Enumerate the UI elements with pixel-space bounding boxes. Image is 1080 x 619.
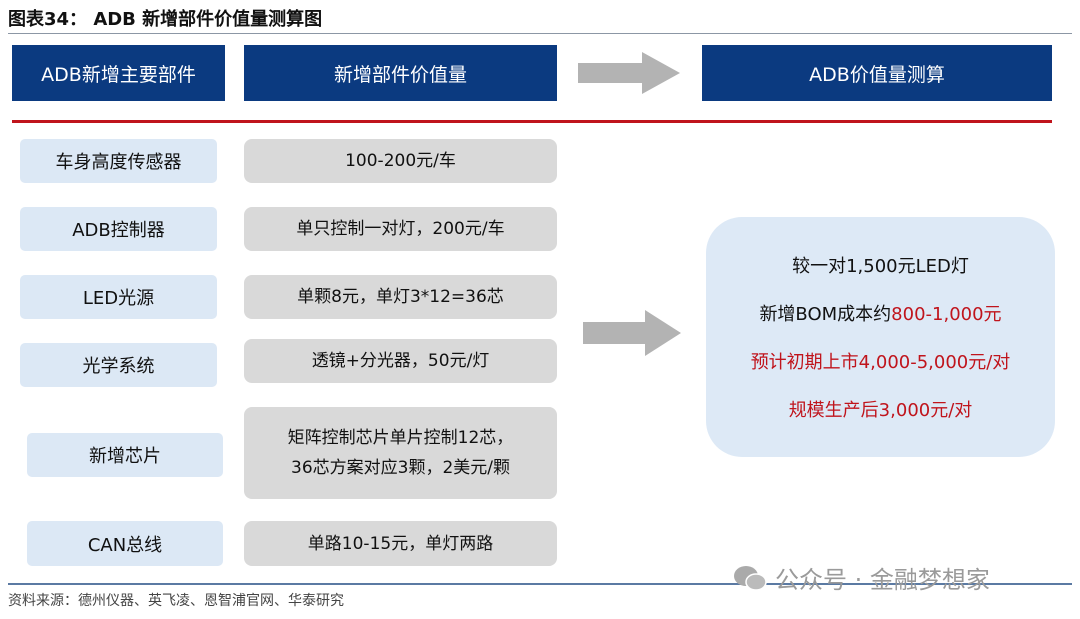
value-box: 单只控制一对灯，200元/车 (244, 207, 557, 251)
wechat-icon (734, 565, 767, 591)
value-box: 矩阵控制芯片单片控制12芯， 36芯方案对应3颗，2美元/颗 (244, 407, 557, 499)
value-box: 透镜+分光器，50元/灯 (244, 339, 557, 383)
title-divider (8, 33, 1072, 34)
value-line: 矩阵控制芯片单片控制12芯， (287, 428, 514, 448)
part-box: 车身高度传感器 (20, 139, 217, 183)
source-note: 资料来源：德州仪器、英飞凌、恩智浦官网、华泰研究 (8, 593, 344, 609)
summary-line: 较一对1,500元LED灯 (792, 256, 969, 277)
part-box: CAN总线 (27, 521, 223, 566)
part-box: ADB控制器 (20, 207, 217, 251)
watermark: 公众号 · 金融梦想家 (733, 560, 990, 595)
summary-line: 新增BOM成本约800-1,000元 (759, 300, 1001, 326)
arrow-right-icon (583, 310, 681, 356)
value-line: 36芯方案对应3颗，2美元/颗 (291, 458, 510, 478)
value-box: 单颗8元，单灯3*12=36芯 (244, 275, 557, 319)
summary-highlight: 800-1,000元 (891, 304, 1002, 325)
summary-line: 规模生产后3,000元/对 (788, 400, 973, 421)
figure-title: 图表34： ADB 新增部件价值量测算图 (8, 9, 323, 30)
part-box: LED光源 (20, 275, 217, 319)
arrow-right-icon (578, 52, 680, 94)
value-box: 100-200元/车 (244, 139, 557, 183)
header-estimate: ADB价值量测算 (702, 45, 1052, 101)
header-parts: ADB新增主要部件 (12, 45, 225, 101)
watermark-text: 公众号 · 金融梦想家 (775, 566, 990, 594)
footer-divider (8, 583, 1072, 585)
header-values: 新增部件价值量 (244, 45, 557, 101)
part-box: 光学系统 (20, 343, 217, 387)
value-box: 单路10-15元，单灯两路 (244, 521, 557, 566)
estimate-summary: 较一对1,500元LED灯 新增BOM成本约800-1,000元 预计初期上市4… (706, 217, 1055, 457)
red-divider (12, 120, 1052, 123)
summary-line: 预计初期上市4,000-5,000元/对 (750, 352, 1011, 373)
summary-text: 新增BOM成本约 (759, 304, 892, 325)
part-box: 新增芯片 (27, 433, 223, 477)
